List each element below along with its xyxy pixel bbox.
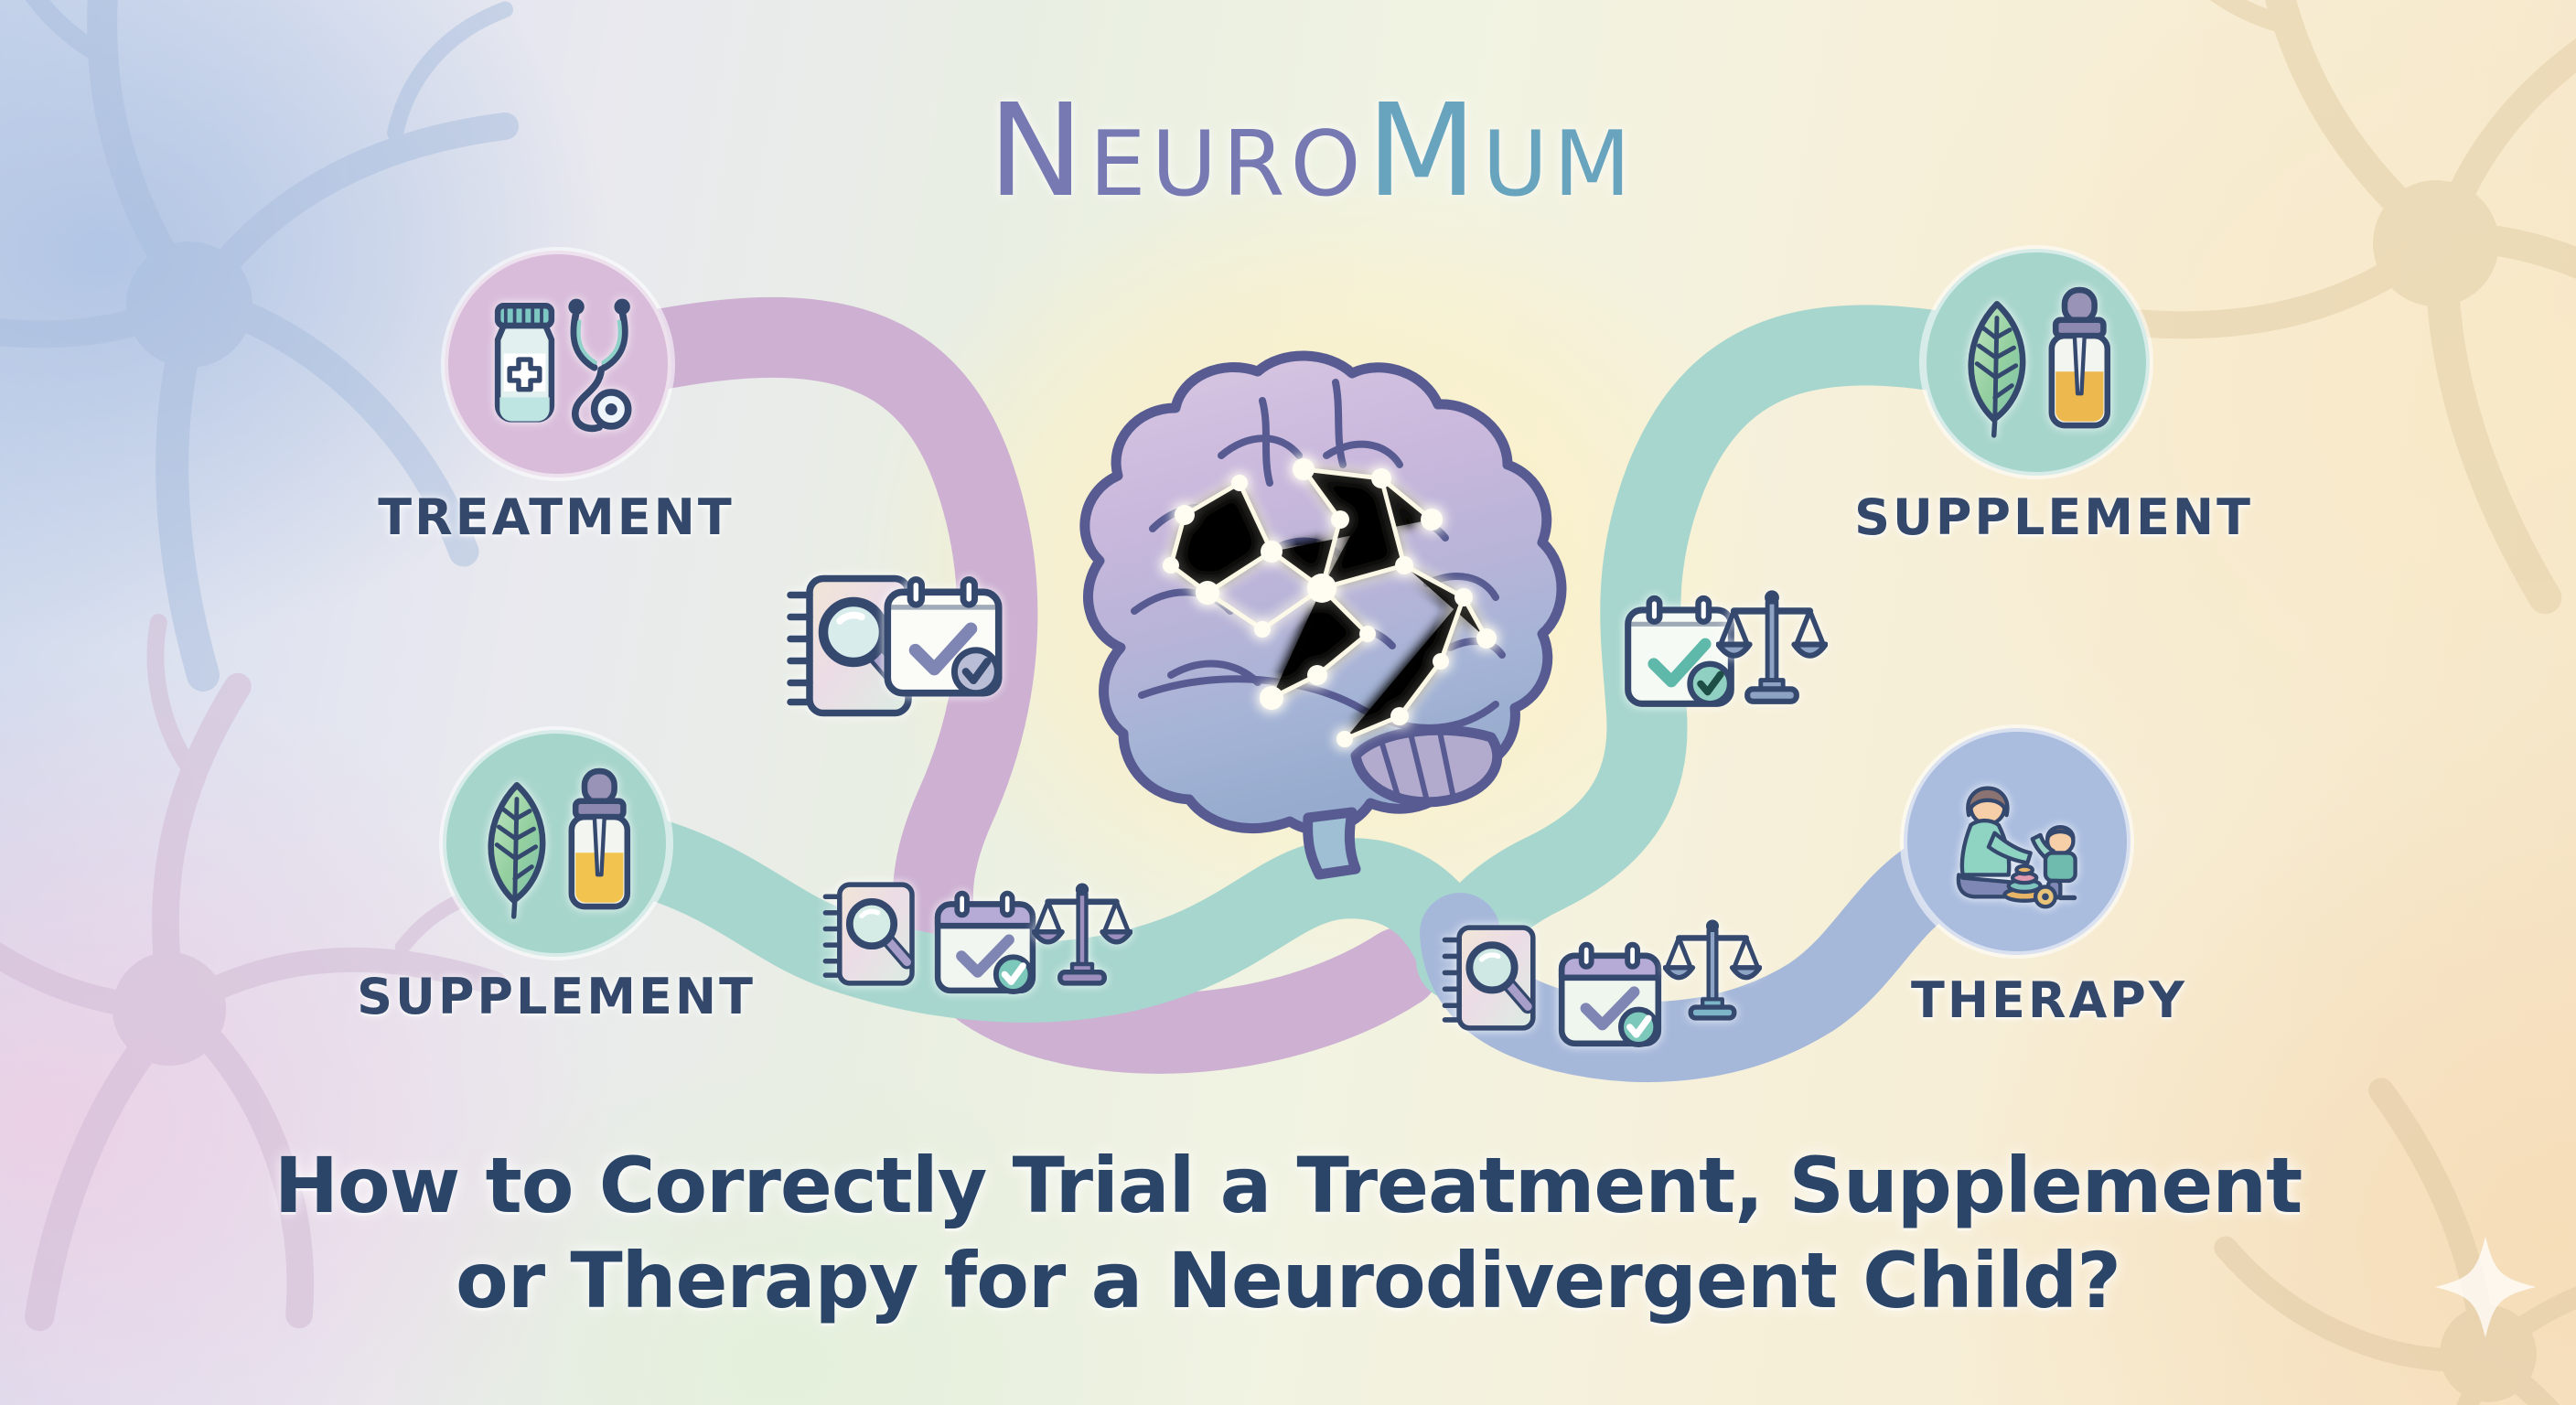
calendar-check-icon [884,576,1003,697]
leaf-and-dropper-bottle-icon [488,767,631,919]
calendar-check-icon [1558,941,1662,1047]
balance-scale-icon [1663,919,1762,1021]
brand-title-part2: Mum [1366,77,1637,226]
leaf-and-dropper-bottle-icon [1968,286,2111,438]
supplement-bottom-path [545,801,1500,1023]
research-notebook-magnifier-icon [787,574,912,717]
sparkle-icon [2434,1236,2537,1338]
parent-and-child-play-icon [1956,786,2077,909]
therapy-label: THERAPY [1911,971,2187,1029]
balance-scale-icon [1032,883,1132,986]
brand-title-part1: Neuro [988,77,1367,226]
supplement-bottom-left-label: SUPPLEMENT [357,968,756,1025]
headline: How to Correctly Trial a Treatment, Supp… [0,1138,2576,1328]
headline-line2: or Therapy for a Neurodivergent Child? [455,1236,2121,1325]
research-notebook-magnifier-icon [1442,925,1536,1031]
brain-neural-network-illustration [1079,350,1567,880]
brand-title: NeuroMum [988,77,1631,226]
balance-scale-icon [1716,590,1828,704]
supplement-top-right-label: SUPPLEMENT [1854,488,2253,546]
headline-line1: How to Correctly Trial a Treatment, Supp… [274,1141,2303,1230]
neural-network-overlay [1163,458,1497,747]
calendar-check-icon [934,890,1036,995]
research-notebook-magnifier-icon [822,882,915,986]
treatment-path [545,296,1440,1074]
treatment-label: TREATMENT [378,488,735,546]
calendar-check-icon [1625,595,1734,707]
medicine-bottle-and-stethoscope-icon [494,298,632,433]
